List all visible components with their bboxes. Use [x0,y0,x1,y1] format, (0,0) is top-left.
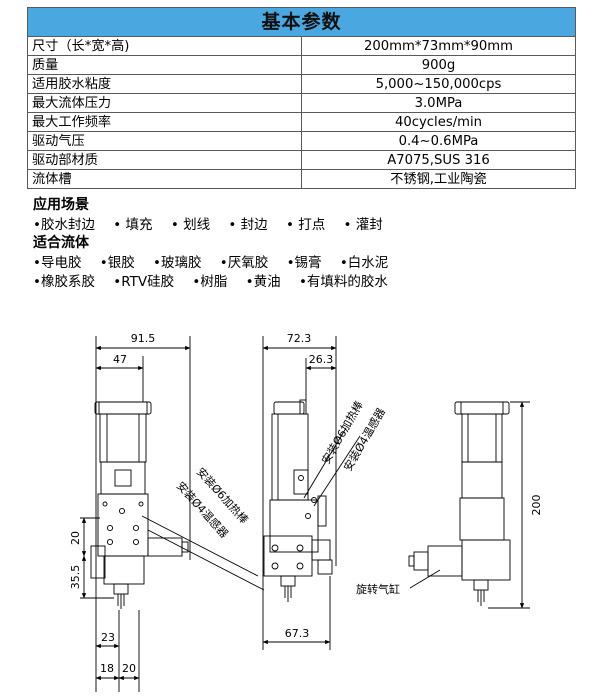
spec-value: 40cycles/min [301,112,576,132]
list-item: • 打点 [285,217,326,233]
dim-text: 91.5 [131,332,156,345]
spec-value: 不锈钢,工业陶瓷 [301,169,576,189]
list-item: •RTV硅胶 [113,274,175,290]
list-item: • 填充 [113,217,153,233]
spec-table-header: 基本参数 [27,7,576,37]
spec-value: 5,000~150,000cps [301,74,576,94]
fluids-heading: 适合流体 [33,235,89,251]
spec-table: 基本参数 尺寸（长*宽*高) 200mm*73mm*90mm 质量 900g 适… [27,7,576,189]
list-item: • 划线 [170,217,211,233]
spec-row: 适用胶水粘度 5,000~150,000cps [27,74,576,94]
spec-value: A7075,SUS 316 [301,150,576,170]
spec-row: 最大工作频率 40cycles/min [27,112,576,132]
list-item: •锡膏 [286,255,322,271]
spec-row: 最大流体压力 3.0MPa [27,93,576,113]
spec-label: 驱动气压 [27,131,302,151]
spec-label: 最大流体压力 [27,93,302,113]
list-item: •黄油 [245,274,281,290]
spec-label: 质量 [27,55,302,75]
dim-text: 72.3 [287,332,312,345]
list-item: •导电胶 [33,255,82,271]
spec-label: 流体槽 [27,169,302,189]
list-item: •树脂 [192,274,228,290]
applications-list: •胶水封边 • 填充 • 划线 • 封边 • 打点 • 灌封 [33,213,397,233]
list-item: •玻璃胶 [153,255,202,271]
dim-text: 18 [100,662,114,675]
list-item: •胶水封边 [33,217,95,233]
spec-row: 质量 900g [27,55,576,75]
applications-heading: 应用场景 [33,197,89,213]
front-view [80,336,265,692]
side-view [262,336,361,650]
technical-drawing: 91.5 47 20 35.5 23 18 20 安装Ø6加热棒 安装Ø4温感器… [69,332,543,692]
dim-text: 20 [69,531,82,545]
dim-text: 67.3 [285,627,310,640]
spec-value: 900g [301,55,576,75]
list-item: •白水泥 [339,255,389,271]
right-view [408,401,530,609]
fluids-list-row2: •橡胶系胶 •RTV硅胶 •树脂 •黄油 •有填料的胶水 [33,270,402,290]
list-item: • 灌封 [343,217,383,233]
dim-text: 26.3 [309,353,334,366]
spec-value: 0.4~0.6MPa [301,131,576,151]
list-item: •银胶 [99,255,135,271]
spec-row: 驱动气压 0.4~0.6MPa [27,131,576,151]
label-rotary-cylinder: 旋转气缸 [356,582,400,596]
dim-text: 47 [113,353,127,366]
dim-text: 20 [122,662,136,675]
list-item: • 封边 [228,217,268,233]
spec-label: 尺寸（长*宽*高) [27,36,302,56]
spec-label: 适用胶水粘度 [27,74,302,94]
dim-text: 35.5 [69,565,82,590]
list-item: •橡胶系胶 [33,274,95,290]
spec-value: 200mm*73mm*90mm [301,36,576,56]
spec-row: 流体槽 不锈钢,工业陶瓷 [27,169,576,189]
spec-table-title: 基本参数 [27,7,576,37]
dim-text: 200 [530,495,543,516]
spec-row: 尺寸（长*宽*高) 200mm*73mm*90mm [27,36,576,56]
list-item: •厌氧胶 [219,255,269,271]
spec-label: 最大工作频率 [27,112,302,132]
spec-value: 3.0MPa [301,93,576,113]
dim-text: 23 [101,631,115,644]
spec-label: 驱动部材质 [27,150,302,170]
list-item: •有填料的胶水 [298,274,388,290]
fluids-list-row1: •导电胶 •银胶 •玻璃胶 •厌氧胶 •锡膏 •白水泥 [33,251,402,271]
spec-row: 驱动部材质 A7075,SUS 316 [27,150,576,170]
